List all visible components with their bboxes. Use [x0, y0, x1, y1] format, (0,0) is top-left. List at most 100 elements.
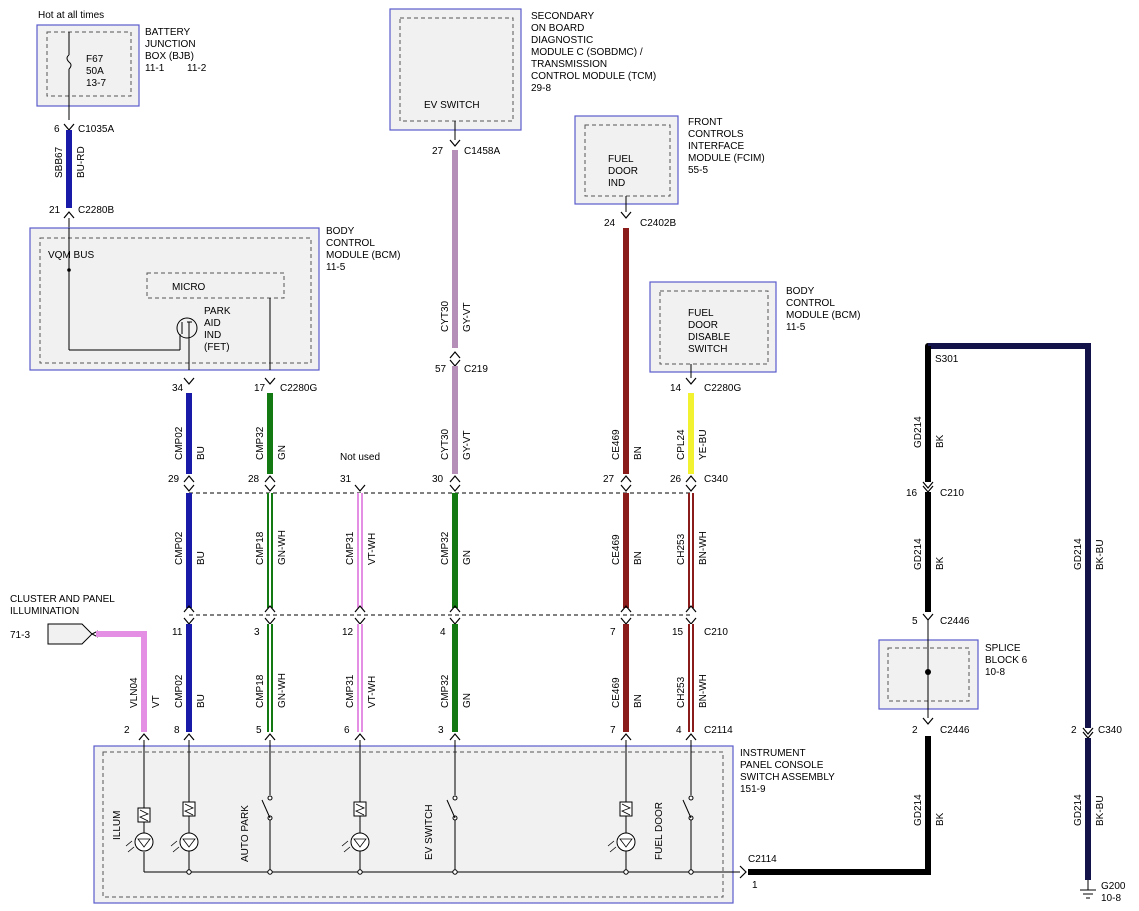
svg-text:11-5: 11-5 [786, 322, 806, 333]
wire-cmp02-mid[interactable] [186, 493, 192, 608]
wire-ce469-mid[interactable] [623, 493, 629, 608]
svg-text:CONTROL: CONTROL [326, 238, 375, 249]
svg-text:27: 27 [432, 146, 444, 157]
svg-text:21: 21 [49, 205, 61, 216]
bjb-ref-2: 11-2 [187, 63, 207, 74]
svg-text:C2114: C2114 [748, 854, 777, 865]
svg-text:BN: BN [633, 551, 644, 565]
wire-ch253-lower[interactable] [688, 624, 694, 732]
svg-text:SWITCH ASSEMBLY: SWITCH ASSEMBLY [740, 772, 835, 783]
svg-text:151-9: 151-9 [740, 784, 766, 795]
svg-text:GN: GN [277, 445, 288, 460]
svg-text:34: 34 [172, 383, 184, 394]
svg-text:GN-WH: GN-WH [277, 530, 288, 565]
wire-cmp18-lower[interactable] [267, 624, 273, 732]
wire-ch253-mid[interactable] [688, 493, 694, 608]
svg-text:DISABLE: DISABLE [688, 332, 731, 343]
svg-text:VT: VT [151, 695, 162, 708]
svg-text:PANEL CONSOLE: PANEL CONSOLE [740, 760, 824, 771]
svg-text:CE469: CE469 [611, 677, 622, 708]
wire-sbb67[interactable] [66, 130, 72, 208]
svg-text:DIAGNOSTIC: DIAGNOSTIC [531, 35, 593, 46]
svg-text:15: 15 [672, 627, 684, 638]
cluster-connector-flag[interactable] [47, 623, 93, 645]
svg-text:AUTO PARK: AUTO PARK [240, 805, 251, 862]
wire-gd214-mid[interactable] [925, 492, 931, 612]
resistor-icon [137, 807, 151, 823]
svg-text:MODULE (BCM): MODULE (BCM) [786, 310, 860, 321]
wire-cmp18-mid[interactable] [267, 493, 273, 608]
wire-cmp31-lower[interactable] [357, 624, 363, 732]
wire-cpl24[interactable] [688, 393, 694, 474]
wire-gd214-upper[interactable] [925, 346, 931, 482]
svg-text:BK-BU: BK-BU [1095, 795, 1106, 826]
svg-text:CE469: CE469 [611, 534, 622, 565]
svg-text:CH253: CH253 [676, 676, 687, 708]
bcm-module-2[interactable]: FUEL DOOR DISABLE SWITCH [649, 281, 777, 373]
wire-cmp32-lower[interactable] [452, 624, 458, 732]
wire-gd214-ground-link[interactable] [748, 736, 931, 875]
svg-text:BN: BN [633, 446, 644, 460]
wire-cyt30-lower[interactable] [452, 366, 458, 474]
svg-text:C219: C219 [464, 364, 488, 375]
bjb-module[interactable]: F67 50A 13-7 [36, 24, 140, 120]
svg-text:MICRO: MICRO [172, 282, 206, 293]
svg-text:CH253: CH253 [676, 533, 687, 565]
svg-text:GD214: GD214 [1073, 538, 1084, 570]
c2114-pins [138, 733, 697, 741]
svg-text:CONTROL MODULE (TCM): CONTROL MODULE (TCM) [531, 71, 656, 82]
fcim-module[interactable]: FUEL DOOR IND [574, 115, 679, 205]
wire-cmp32-upper[interactable] [267, 393, 273, 474]
svg-text:SECONDARY: SECONDARY [531, 11, 594, 22]
svg-text:TRANSMISSION: TRANSMISSION [531, 59, 607, 70]
svg-text:C2280G: C2280G [704, 383, 741, 394]
svg-text:BODY: BODY [326, 226, 355, 237]
svg-text:GN: GN [462, 550, 473, 565]
svg-text:ILLUM: ILLUM [112, 811, 123, 840]
wire-gd214-bk-bu-lower[interactable] [1085, 738, 1091, 880]
svg-text:29-8: 29-8 [531, 83, 551, 94]
svg-text:17: 17 [254, 383, 266, 394]
svg-text:7: 7 [610, 725, 616, 736]
switch-icon [682, 795, 694, 821]
ipcsa-module[interactable]: ILLUM AUTO PARK [93, 740, 740, 904]
resistor-icon [353, 801, 367, 817]
splice-block[interactable] [878, 620, 979, 718]
wire-vln04[interactable] [96, 631, 147, 732]
svg-text:GD214: GD214 [913, 416, 924, 448]
svg-text:PARK: PARK [204, 306, 231, 317]
svg-text:CYT30: CYT30 [440, 428, 451, 460]
svg-text:INTERFACE: INTERFACE [688, 141, 744, 152]
wire-ce469-upper[interactable] [623, 228, 629, 474]
wire-cmp31-mid[interactable] [357, 493, 363, 608]
svg-text:IND: IND [608, 178, 625, 189]
svg-text:C210: C210 [940, 488, 964, 499]
wire-gd214-bk-bu-main[interactable] [928, 343, 1091, 728]
svg-text:BK: BK [935, 812, 946, 826]
bcm-module-1[interactable]: VQM BUS MICRO PARK AID IND (FET) [29, 227, 320, 371]
svg-text:24: 24 [604, 218, 616, 229]
wire-cyt30-upper[interactable] [452, 150, 458, 348]
svg-text:CMP31: CMP31 [345, 531, 356, 565]
svg-text:30: 30 [432, 474, 444, 485]
svg-text:BU: BU [196, 446, 207, 460]
wire-cmp02-lower[interactable] [186, 624, 192, 732]
fuse-icon [66, 54, 72, 70]
svg-text:C2280G: C2280G [280, 383, 317, 394]
svg-text:G200: G200 [1101, 881, 1126, 892]
svg-text:C2280B: C2280B [78, 205, 114, 216]
wire-cmp32-mid[interactable] [452, 493, 458, 608]
svg-text:BK: BK [935, 556, 946, 570]
svg-text:CMP18: CMP18 [255, 531, 266, 565]
svg-text:(FET): (FET) [204, 342, 230, 353]
svg-text:4: 4 [676, 725, 682, 736]
wire-ce469-lower[interactable] [623, 624, 629, 732]
sobdmc-module[interactable]: EV SWITCH [389, 8, 522, 140]
svg-text:BK: BK [935, 434, 946, 448]
hot-label: Hot at all times [38, 10, 104, 21]
resistor-icon [619, 801, 633, 817]
svg-text:BN-WH: BN-WH [698, 674, 709, 708]
svg-text:GD214: GD214 [913, 794, 924, 826]
svg-text:CE469: CE469 [611, 429, 622, 460]
wire-cmp02-upper[interactable] [186, 393, 192, 474]
